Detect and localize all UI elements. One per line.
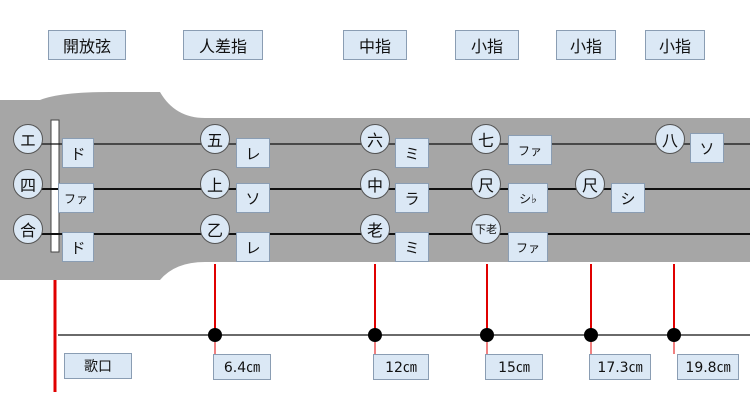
western-note: ソ (236, 183, 270, 213)
kansu-note: 中 (360, 169, 390, 199)
position-dot-19-8 (667, 328, 681, 342)
western-note: ド (62, 232, 94, 262)
position-dot-17-3 (584, 328, 598, 342)
header-pinky-finger-2: 小指 (556, 30, 616, 60)
western-note: レ (236, 232, 270, 262)
kansu-note: 五 (200, 124, 230, 154)
measure-label-19-8: 19.8㎝ (677, 354, 739, 380)
kansu-note: 六 (360, 124, 390, 154)
utaguchi-label: 歌口 (64, 353, 132, 379)
header-pinky-finger-1: 小指 (455, 30, 519, 60)
western-note: ラ (395, 183, 429, 213)
kansu-note: 乙 (200, 214, 230, 244)
measure-label-6-4: 6.4㎝ (213, 354, 271, 380)
kansu-note: 上 (200, 169, 230, 199)
western-note: ファ (508, 135, 552, 165)
kansu-note: 尺 (575, 169, 605, 199)
measure-label-12: 12㎝ (373, 354, 429, 380)
position-dot-6-4 (208, 328, 222, 342)
header-open-string: 開放弦 (48, 30, 126, 60)
kansu-note: 尺 (471, 169, 501, 199)
kansu-note: エ (13, 124, 43, 154)
kansu-note: 七 (471, 124, 501, 154)
kansu-note: 下老 (471, 214, 501, 244)
western-note: ミ (395, 232, 429, 262)
western-note: ソ (690, 133, 724, 163)
western-note: シ♭ (508, 183, 548, 213)
header-index-finger: 人差指 (183, 30, 263, 60)
western-note: ド (62, 138, 94, 168)
western-note: ミ (395, 138, 429, 168)
western-note: ファ (508, 232, 548, 262)
western-note: レ (236, 138, 270, 168)
header-middle-finger: 中指 (343, 30, 407, 60)
position-dot-15 (480, 328, 494, 342)
position-dot-12 (368, 328, 382, 342)
kansu-note: 老 (360, 214, 390, 244)
western-note: シ (611, 183, 645, 213)
measure-label-17-3: 17.3㎝ (589, 354, 651, 380)
measure-label-15: 15㎝ (485, 354, 543, 380)
header-pinky-finger-3: 小指 (645, 30, 705, 60)
kansu-note: 合 (13, 214, 43, 244)
kansu-note: 四 (13, 169, 43, 199)
kansu-note: 八 (655, 124, 685, 154)
western-note: ファ (58, 183, 94, 213)
